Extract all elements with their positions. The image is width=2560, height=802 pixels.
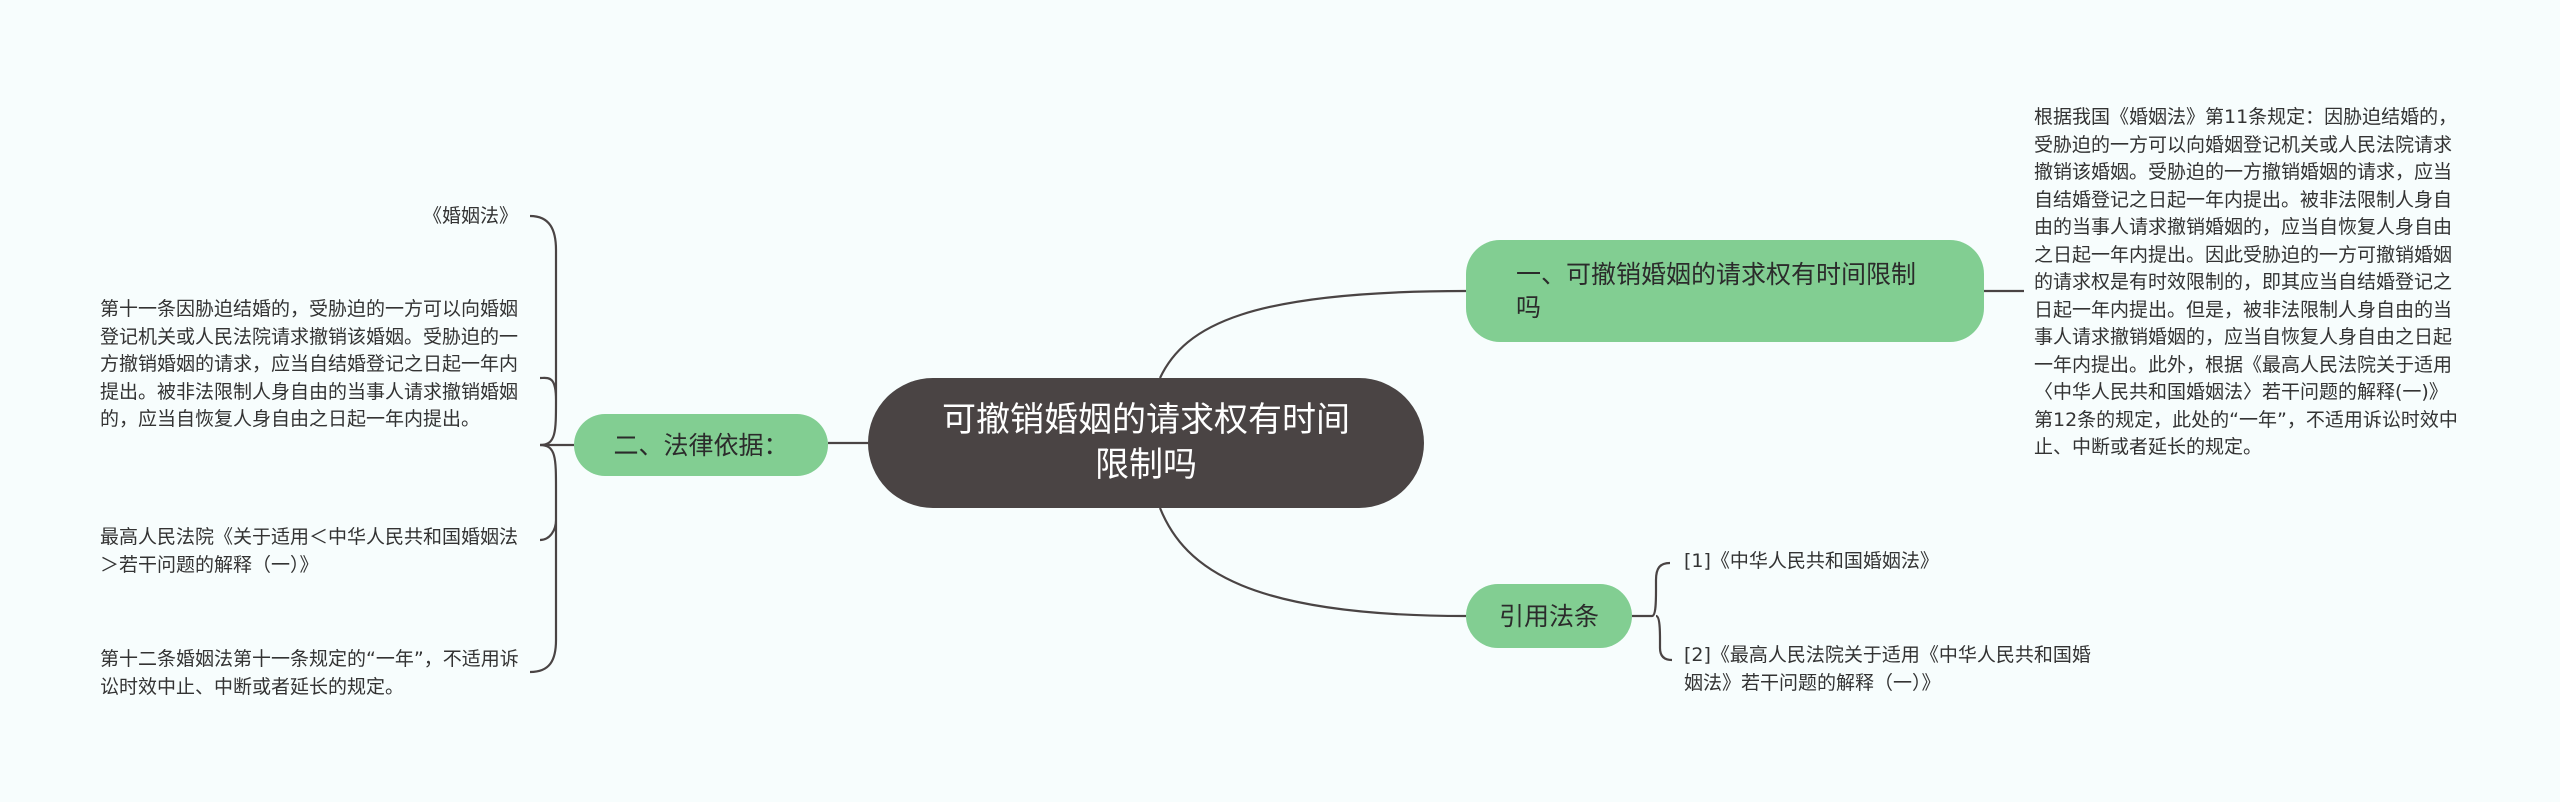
legal-basis-item-4: 第十二条婚姻法第十一条规定的“一年”，不适用诉讼时效中止、中断或者延长的规定。	[100, 648, 519, 698]
root-node[interactable]: 可撤销婚姻的请求权有时间限制吗	[868, 378, 1424, 508]
branch-time-limit-label: 一、可撤销婚姻的请求权有时间限制吗	[1516, 260, 1917, 322]
citation-item-2: [2]《最高人民法院关于适用《中华人民共和国婚姻法》若干问题的解释（一）》	[1684, 644, 2091, 694]
branch-legal-basis-label: 二、法律依据：	[613, 430, 789, 460]
branch-citations[interactable]: 引用法条	[1466, 584, 1632, 648]
legal-basis-item-3: 最高人民法院《关于适用＜中华人民共和国婚姻法＞若干问题的解释（一）》	[100, 526, 519, 576]
legal-basis-item-1: 《婚姻法》	[422, 205, 518, 227]
link-root-to-time-limit	[1159, 289, 1467, 379]
branch-citations-label: 引用法条	[1498, 601, 1599, 631]
citations-bracket	[1651, 561, 1673, 662]
citation-item-1: [1]《中华人民共和国婚姻法》	[1684, 550, 1939, 572]
legal-basis-bracket	[529, 214, 558, 674]
link-root-to-citations	[1158, 507, 1467, 618]
branch-legal-basis[interactable]: 二、法律依据：	[574, 414, 828, 476]
legal-basis-item-2: 第十一条因胁迫结婚的，受胁迫的一方可以向婚姻登记机关或人民法院请求撤销该婚姻。受…	[100, 298, 519, 430]
time-limit-detail-text: 根据我国《婚姻法》第11条规定：因胁迫结婚的，受胁迫的一方可以向婚姻登记机关或人…	[2034, 106, 2458, 458]
root-label: 可撤销婚姻的请求权有时间限制吗	[942, 400, 1350, 485]
branch-time-limit[interactable]: 一、可撤销婚姻的请求权有时间限制吗	[1466, 240, 1984, 342]
